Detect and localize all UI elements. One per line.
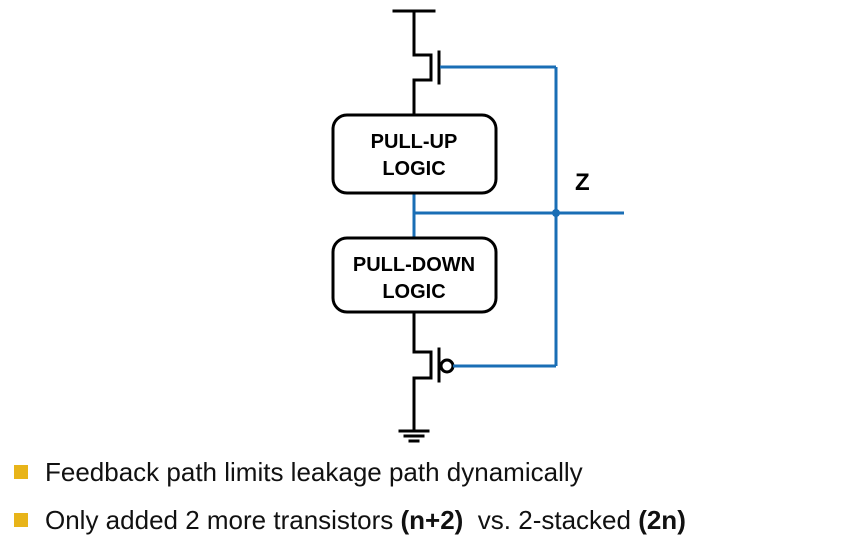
pullup-logic-block — [331, 113, 498, 195]
nmos-gate-bubble — [439, 358, 455, 374]
transistor-count-keeper: (n+2) — [400, 504, 464, 535]
bullet-text-part: vs. 2-stacked — [463, 504, 639, 535]
pullup-label-line2: LOGIC — [382, 158, 445, 180]
pulldown-logic-block — [331, 236, 498, 314]
transistor-count-stacked: (2n) — [638, 504, 686, 535]
nmos-transistor — [412, 347, 455, 383]
pulldown-label-line2: LOGIC — [382, 281, 445, 303]
bullet-text: Feedback path limits leakage path dynami… — [45, 456, 583, 487]
output-junction-dot — [552, 209, 560, 217]
keeper-circuit-diagram: PULL-UP LOGIC PULL-DOWN LOGIC Z — [331, 9, 624, 443]
pulldown-label-line1: PULL-DOWN — [353, 254, 475, 276]
pullup-label-line1: PULL-UP — [371, 131, 458, 153]
bullet-text: Only added 2 more transistors (n+2) vs. … — [45, 505, 686, 536]
bullet-item-transistors: Only added 2 more transistors (n+2) vs. … — [14, 496, 686, 544]
output-label-z: Z — [575, 169, 590, 196]
ground-icon — [398, 429, 430, 443]
bullet-text-part: Only added 2 more transistors — [45, 504, 401, 535]
bullet-square-icon — [14, 513, 28, 527]
bullet-item-feedback: Feedback path limits leakage path dynami… — [14, 448, 686, 496]
bullet-list: Feedback path limits leakage path dynami… — [14, 448, 686, 544]
pmos-transistor — [412, 50, 441, 85]
bullet-square-icon — [14, 465, 28, 479]
